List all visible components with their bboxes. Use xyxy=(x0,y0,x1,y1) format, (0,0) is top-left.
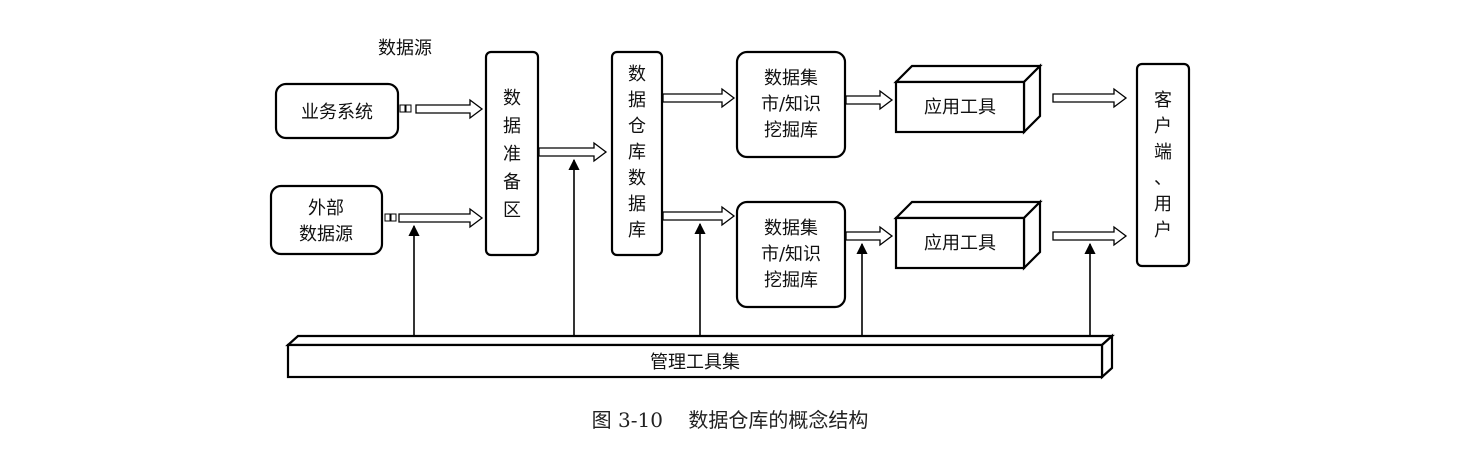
client-char: 客 xyxy=(1154,90,1172,111)
app-tool-bottom-box: 应用工具 xyxy=(893,199,1043,271)
app-tool-top-box: 应用工具 xyxy=(893,63,1043,135)
mart-bottom-line: 市/知识 xyxy=(761,244,821,265)
flow-arrow xyxy=(538,141,608,163)
warehouse-char: 据 xyxy=(628,90,646,111)
management-tools-bar: 管理工具集 xyxy=(285,333,1115,380)
warehouse-database-box: 数 据 仓 库 数 据 库 xyxy=(610,50,664,257)
warehouse-char: 据 xyxy=(628,194,646,215)
staging-char: 区 xyxy=(503,200,521,221)
data-mart-top-box: 数据集 市/知识 挖掘库 xyxy=(735,50,847,159)
external-source-box: 外部 数据源 xyxy=(269,184,384,256)
source-group-label: 数据源 xyxy=(378,38,432,59)
mart-bottom-line: 数据集 xyxy=(764,218,818,239)
flow-arrow xyxy=(845,89,894,111)
mart-top-line: 挖掘库 xyxy=(764,120,818,141)
external-source-line-1: 外部 xyxy=(308,198,344,219)
flow-arrow xyxy=(398,207,484,229)
mart-bottom-line: 挖掘库 xyxy=(764,270,818,291)
staging-char: 据 xyxy=(503,116,521,137)
staging-char: 准 xyxy=(503,144,521,165)
flow-arrow xyxy=(1052,225,1128,247)
external-source-line-2: 数据源 xyxy=(299,224,353,245)
flow-arrow xyxy=(662,205,736,227)
data-mart-bottom-box: 数据集 市/知识 挖掘库 xyxy=(735,200,847,309)
client-char: 户 xyxy=(1154,220,1172,241)
figure-caption: 图 3-10 数据仓库的概念结构 xyxy=(592,408,869,432)
connector-icon xyxy=(399,104,412,113)
warehouse-char: 仓 xyxy=(628,116,646,137)
flow-arrow xyxy=(662,87,736,109)
mart-top-line: 市/知识 xyxy=(761,94,821,115)
client-char: 端 xyxy=(1154,142,1172,163)
connector-icon xyxy=(384,213,397,222)
app-tool-top-label: 应用工具 xyxy=(924,97,996,118)
warehouse-char: 数 xyxy=(628,64,646,85)
client-char: 户 xyxy=(1154,116,1172,137)
warehouse-char: 库 xyxy=(628,220,646,241)
business-system-box: 业务系统 xyxy=(274,82,400,140)
warehouse-char: 库 xyxy=(628,142,646,163)
mart-top-line: 数据集 xyxy=(764,68,818,89)
client-char: 、 xyxy=(1154,168,1172,189)
flow-arrow xyxy=(415,98,484,120)
staging-char: 备 xyxy=(503,172,521,193)
flow-arrow xyxy=(1052,87,1128,109)
warehouse-char: 数 xyxy=(628,168,646,189)
app-tool-bottom-label: 应用工具 xyxy=(924,233,996,254)
flow-arrow xyxy=(845,225,894,247)
business-system-label: 业务系统 xyxy=(301,102,373,123)
client-char: 用 xyxy=(1154,194,1172,215)
staging-char: 数 xyxy=(503,88,521,109)
staging-area-box: 数 据 准 备 区 xyxy=(484,50,540,257)
management-tools-label: 管理工具集 xyxy=(650,352,740,373)
client-user-box: 客 户 端 、 用 户 xyxy=(1135,62,1191,268)
